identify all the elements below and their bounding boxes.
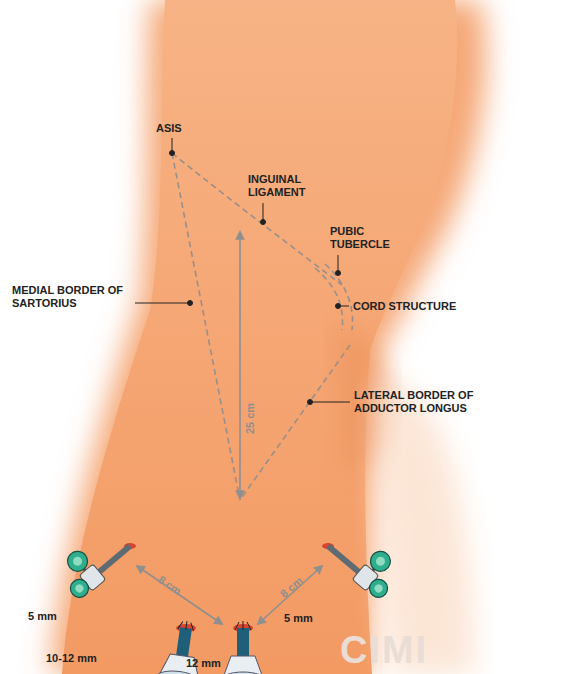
body-skin bbox=[50, 0, 486, 674]
port-size-label: 5 mm bbox=[28, 610, 57, 623]
trocar-5mm bbox=[326, 544, 360, 574]
dimension-label: 8 cm bbox=[156, 573, 184, 598]
anatomy-label: PUBIC TUBERCLE bbox=[330, 225, 410, 251]
dimension-arrows bbox=[258, 566, 322, 624]
femoral-triangle bbox=[315, 268, 343, 330]
body-skin bbox=[50, 0, 486, 674]
trocar-5mm bbox=[52, 521, 136, 601]
trocar-5mm bbox=[366, 547, 394, 575]
port-size-label: 12 mm bbox=[186, 657, 221, 670]
trocar-12mm bbox=[221, 621, 265, 674]
trocar-10-12mm bbox=[156, 669, 202, 674]
femoral-triangle bbox=[325, 264, 353, 330]
trocar-10-12mm bbox=[178, 620, 195, 631]
trocar-5mm bbox=[74, 583, 85, 594]
trocar-5mm bbox=[67, 576, 92, 601]
anatomy-label: MEDIAL BORDER OF SARTORIUS bbox=[12, 284, 134, 310]
anatomy-label: CORD STRUCTURE bbox=[353, 300, 456, 313]
dimension-arrows bbox=[137, 232, 322, 624]
trocar-12mm bbox=[235, 621, 251, 630]
trocar-5mm bbox=[63, 547, 91, 575]
anatomy-label: LATERAL BORDER OF ADDUCTOR LONGUS bbox=[354, 389, 494, 415]
dimension-arrows bbox=[137, 566, 222, 624]
trocar-10-12mm bbox=[176, 627, 192, 656]
trocar-5mm bbox=[71, 555, 84, 568]
trocar-5mm bbox=[97, 544, 131, 574]
anatomy-label: ASIS bbox=[156, 122, 182, 135]
leader-lines bbox=[308, 400, 313, 405]
dimension-label: 25 cm bbox=[244, 402, 257, 433]
port-size-label: 10-12 mm bbox=[46, 652, 97, 665]
anatomy-label: INGUINAL LIGAMENT bbox=[248, 173, 328, 199]
trocar-5mm bbox=[374, 555, 387, 568]
leader-lines bbox=[310, 402, 350, 403]
trocar-12mm bbox=[237, 628, 249, 656]
leader-lines bbox=[336, 271, 341, 276]
femoral-triangle bbox=[172, 153, 342, 285]
trocar-12mm bbox=[221, 672, 265, 674]
trocar-12mm bbox=[223, 656, 263, 674]
femoral-triangle bbox=[172, 153, 353, 500]
femoral-triangle bbox=[172, 153, 240, 500]
incisions bbox=[124, 543, 334, 632]
port-size-label: 5 mm bbox=[284, 612, 313, 625]
dimension-arrows bbox=[239, 232, 241, 498]
trocar-5mm bbox=[366, 576, 391, 601]
watermark: CIMI bbox=[340, 627, 428, 673]
leader-lines bbox=[170, 151, 175, 156]
femoral-triangle bbox=[240, 345, 350, 500]
leader-lines bbox=[336, 304, 341, 309]
leader-lines bbox=[261, 220, 266, 225]
leader-lines bbox=[135, 138, 350, 405]
trocar-5mm bbox=[373, 583, 384, 594]
leader-lines bbox=[135, 303, 190, 304]
trocar-5mm bbox=[322, 521, 406, 601]
leader-lines bbox=[188, 301, 193, 306]
dimension-label: 8 cm bbox=[278, 574, 305, 600]
